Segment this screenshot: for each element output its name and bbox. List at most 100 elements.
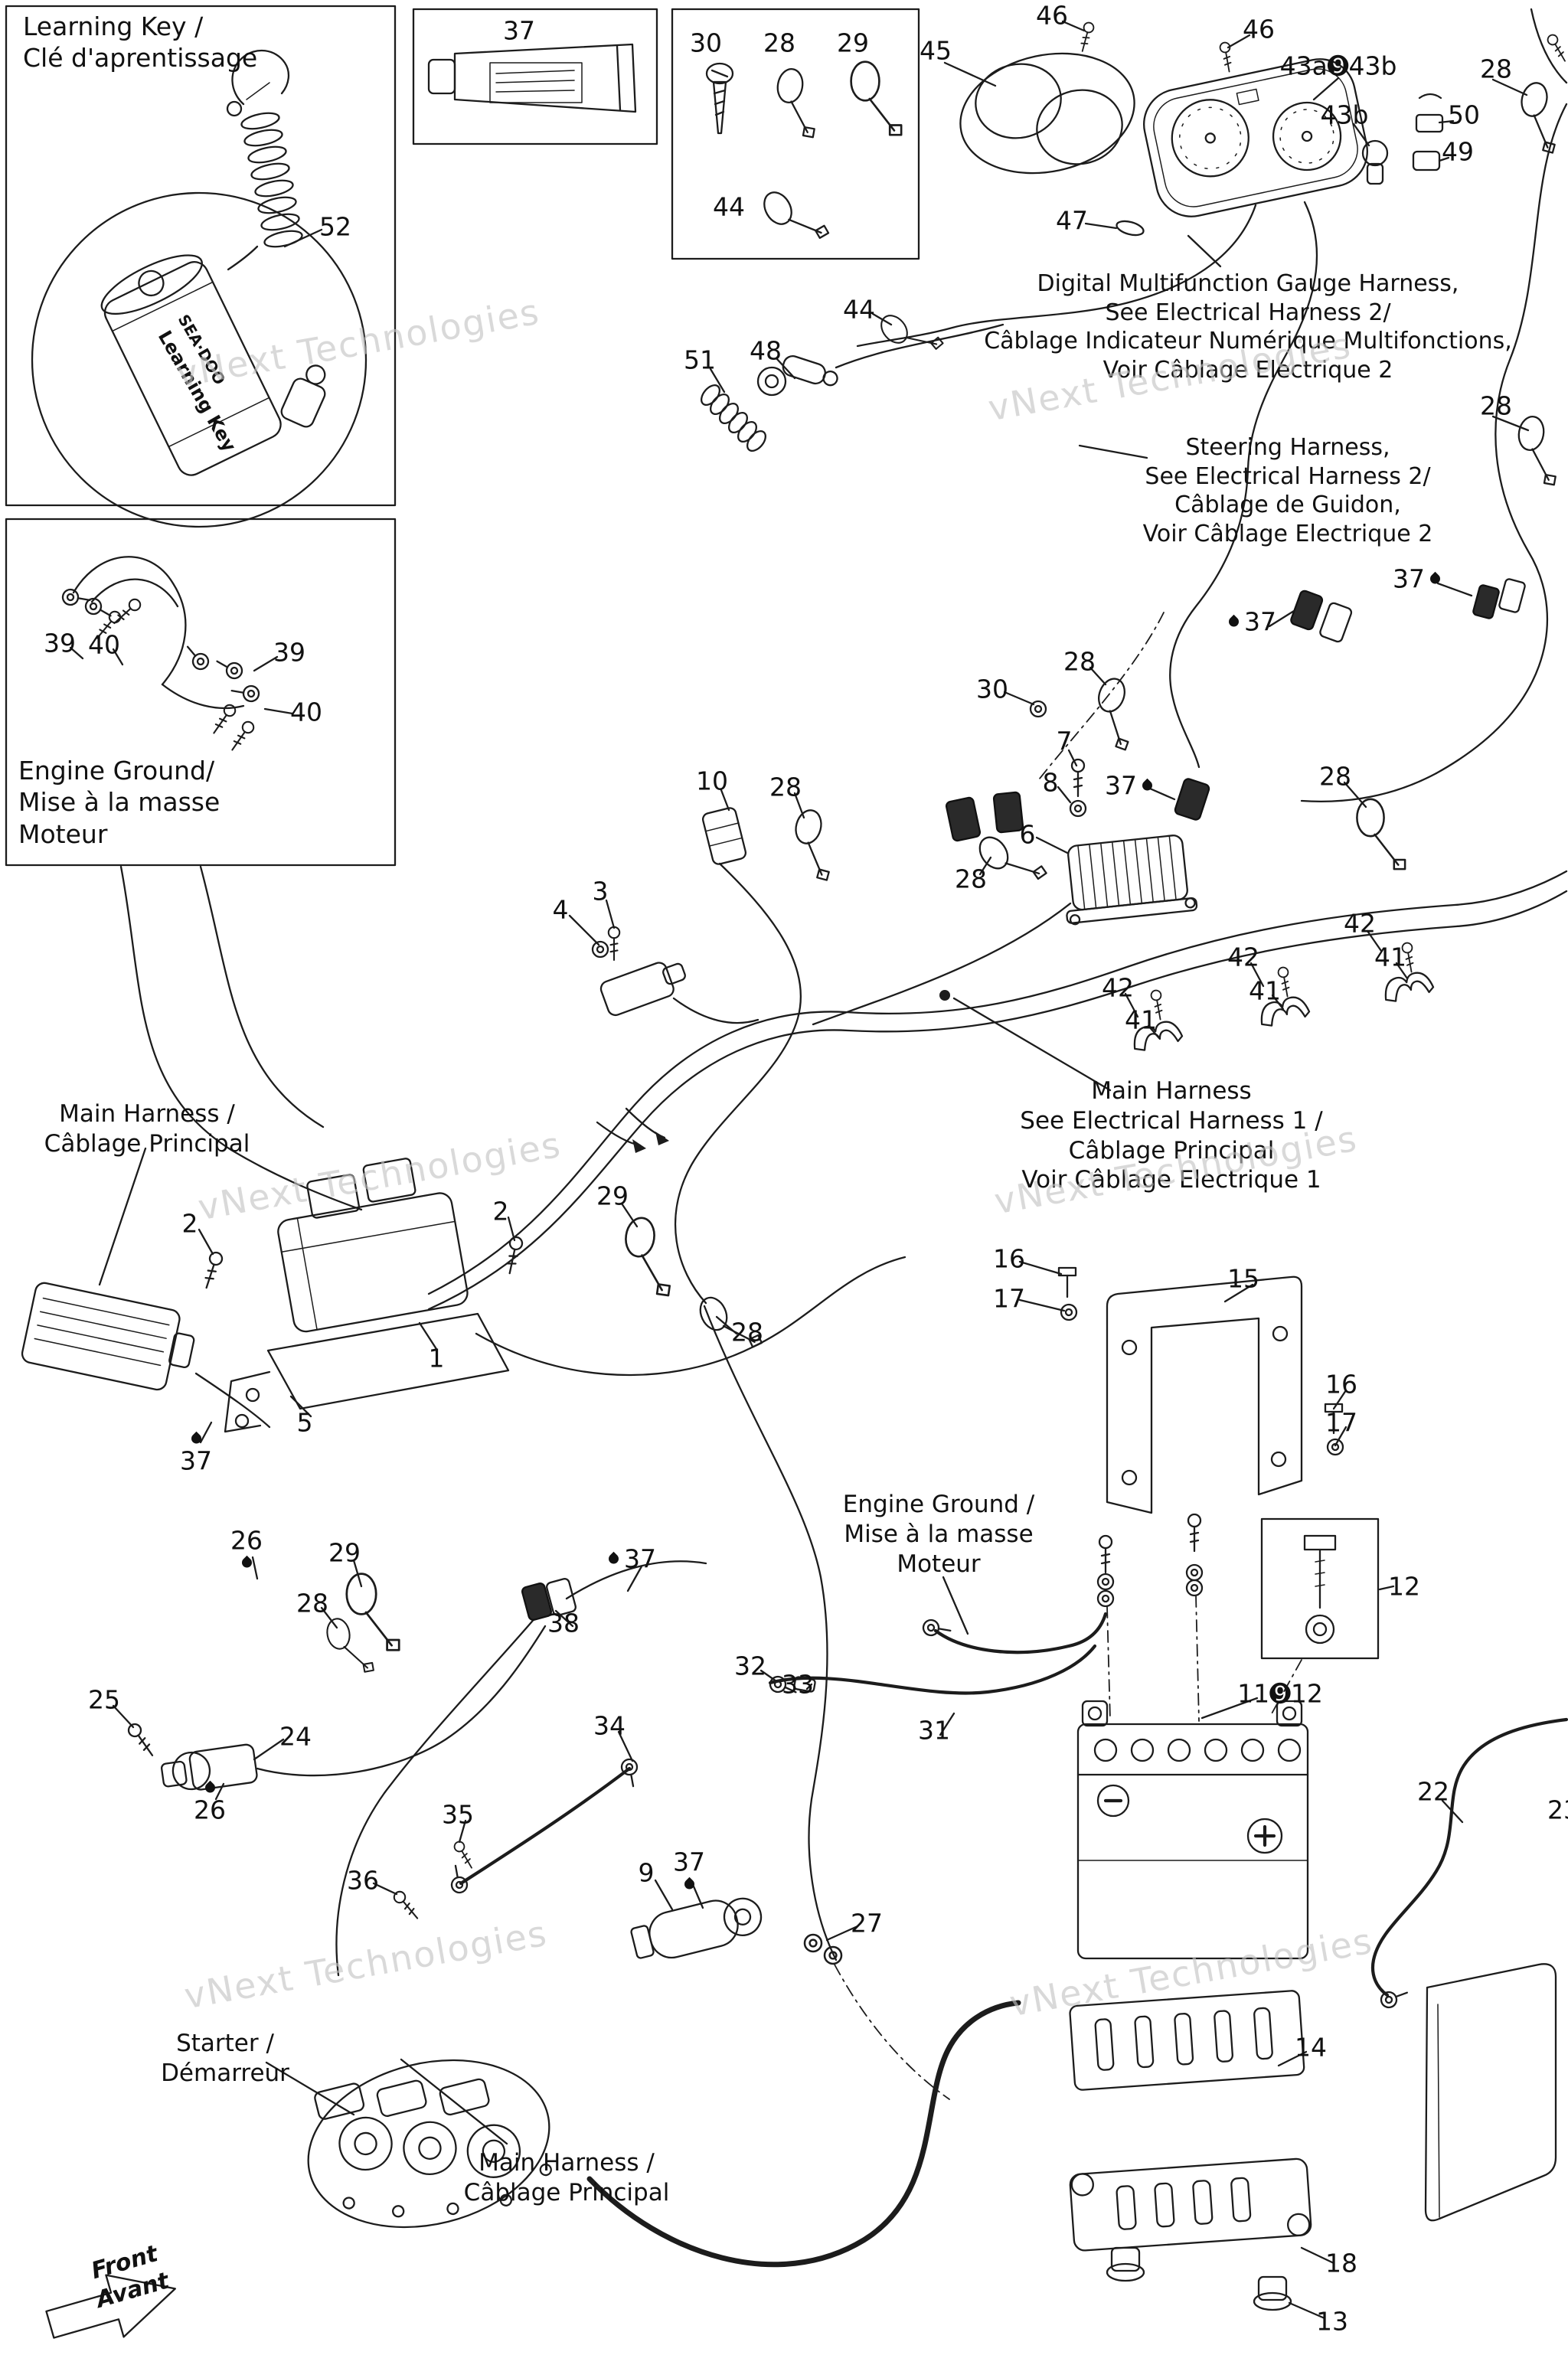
callout-text: 32 [734, 1651, 766, 1681]
note-line: Mise à la masse [18, 787, 220, 818]
callout-text: 42 [1102, 972, 1134, 1003]
callout-text: 15 [1227, 1263, 1259, 1294]
callout-10: 10 [696, 766, 728, 796]
callout-text: 27 [851, 1908, 883, 1939]
callout-text: 43b [1320, 100, 1369, 130]
callout-45: 45 [920, 36, 952, 66]
callout-text: 42 [1344, 908, 1376, 939]
battery-art [1076, 1700, 1309, 1960]
callout-text: 28 [1063, 646, 1096, 677]
callout-text: 28 [769, 772, 802, 802]
callout-text: 22 [1417, 1776, 1449, 1807]
callout-37: 37 [673, 1847, 705, 1892]
callout-34: 34 [593, 1711, 626, 1741]
grease-drop-icon [1140, 778, 1155, 793]
grease-drop-icon [188, 1431, 204, 1446]
callout-42: 42 [1227, 942, 1259, 972]
callout-28: 28 [1319, 762, 1351, 792]
voltage-regulator-art [1066, 758, 1198, 926]
callout-16: 16 [1325, 1370, 1357, 1400]
grease-drop-icon [202, 1780, 217, 1795]
note-line: Digital Multifunction Gauge Harness, [1037, 270, 1459, 297]
front-arrow [45, 2274, 176, 2339]
grease-drop-icon [606, 1551, 621, 1566]
callout-text: 46 [1243, 14, 1275, 44]
callout-text: 2 [181, 1208, 198, 1239]
engine-ground-left-art [59, 556, 263, 754]
note-line: See Electrical Harness 1 / [1020, 1106, 1323, 1135]
callout-text: 14 [1295, 2032, 1327, 2063]
callout-16: 16 [993, 1244, 1025, 1274]
callout-text: 37 [1393, 563, 1425, 594]
callout-31: 31 [918, 1716, 950, 1746]
watermark: vNext Technologies [181, 1912, 551, 2017]
callout-48: 48 [750, 336, 782, 366]
callout-text: 28 [955, 864, 987, 894]
callout-3: 3 [593, 877, 609, 906]
callout-18: 18 [1325, 2249, 1357, 2278]
callout-27: 27 [851, 1909, 883, 1939]
left-module-art [21, 1282, 195, 1391]
callout-text: 37 [180, 1445, 212, 1476]
leader-lines [69, 20, 1530, 2320]
note-line: Mise à la masse [844, 1520, 1034, 1548]
note-line: Main Harness / [59, 1100, 235, 1128]
callout-41: 41 [1125, 1005, 1157, 1035]
callout-text: 2 [492, 1196, 509, 1226]
note-line: Voir Câblage Electrique 1 [1021, 1166, 1321, 1194]
callout-44: 44 [843, 295, 875, 325]
callout-28: 28 [731, 1318, 763, 1347]
callout-text: 29 [837, 28, 869, 58]
note-line: Learning Key / [23, 11, 204, 41]
callout-text: 41 [1374, 942, 1406, 972]
callout-text: 36 [347, 1865, 379, 1896]
callout-13: 13 [1316, 2307, 1348, 2337]
callout-text: 52 [319, 211, 351, 242]
callout-17: 17 [993, 1284, 1025, 1314]
callout-15: 15 [1227, 1264, 1259, 1294]
callout-49: 49 [1442, 137, 1474, 167]
callout-text: 28 [1480, 54, 1512, 84]
steering-harness-note: Steering Harness,See Electrical Harness … [1143, 433, 1433, 548]
callout-33: 33 [782, 1670, 814, 1700]
callout-text: 18 [1325, 2248, 1357, 2278]
callout-46: 46 [1036, 1, 1068, 31]
callout-text: 49 [1442, 136, 1474, 167]
callout-51: 51 [684, 345, 716, 375]
callout-37: 37 [1105, 771, 1155, 801]
callout-25: 25 [88, 1685, 120, 1715]
callout-text: 17 [993, 1283, 1025, 1314]
callout-43b: 43b [1321, 100, 1369, 130]
callout-50: 50 [1448, 100, 1480, 130]
note-line: Câblage Principal [1068, 1136, 1275, 1164]
callout-text: 30 [976, 674, 1008, 704]
note-line: See Electrical Harness 2/ [1105, 299, 1391, 326]
note-line: Steering Harness, [1185, 434, 1390, 461]
watermark: vNext Technologies [194, 1123, 565, 1229]
callout-text: 45 [920, 35, 952, 66]
callout-37: 37 [606, 1544, 656, 1574]
callout-28: 28 [1480, 391, 1512, 421]
callout-text: 37 [1244, 606, 1276, 637]
callout-42: 42 [1102, 973, 1134, 1003]
callout-text: 37 [503, 15, 535, 46]
callout-text: 44 [843, 294, 875, 325]
note-line: Câblage de Guidon, [1174, 492, 1401, 518]
grease-drop-icon [239, 1555, 254, 1570]
callout-46: 46 [1243, 15, 1275, 44]
callout-text: 35 [442, 1799, 474, 1830]
note-line: Moteur [18, 818, 108, 849]
callout-text: 41 [1125, 1004, 1157, 1035]
callout-8: 8 [1043, 768, 1059, 798]
callout-text: 29 [596, 1181, 629, 1211]
callout-text: 5 [296, 1407, 313, 1438]
note-line: See Electrical Harness 2/ [1145, 462, 1431, 490]
callout-text: 51 [684, 345, 716, 375]
battery-bracket-art [1057, 1266, 1344, 1514]
learning-key-title: Learning Key /Clé d'aprentissage [23, 11, 257, 74]
callout-30: 30 [976, 674, 1008, 704]
